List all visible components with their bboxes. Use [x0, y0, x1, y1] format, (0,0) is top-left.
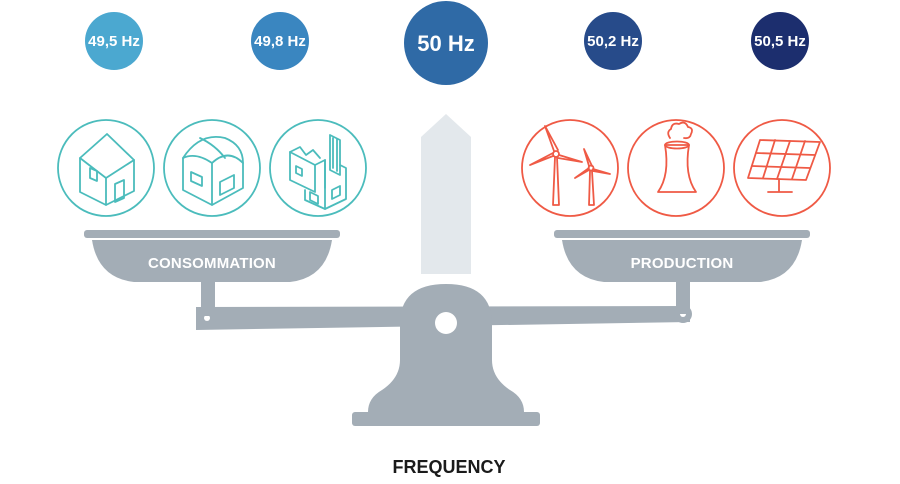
frequency-bubble-49-8: 49,8 Hz	[251, 12, 309, 70]
frequency-label-49-8: 49,8 Hz	[254, 33, 306, 50]
wind-turbines-icon	[521, 119, 619, 217]
scale-base	[352, 412, 540, 426]
solar-panel-icon	[733, 119, 831, 217]
consumption-pan: CONSOMMATION	[84, 230, 340, 282]
frequency-bubble-50-2-circle	[584, 12, 642, 70]
frequency-bubble-50-2: 50,2 Hz	[584, 12, 642, 70]
pivot-hole	[435, 312, 457, 334]
frequency-label-50-2: 50,2 Hz	[587, 33, 639, 50]
production-pan: PRODUCTION	[554, 230, 810, 282]
scale: CONSOMMATION PRODUCTION	[84, 230, 810, 426]
consumption-pan-bowl	[92, 240, 332, 282]
frequency-label-49-5: 49,5 Hz	[88, 33, 140, 50]
scale-pillar	[368, 284, 524, 412]
consumption-icons	[57, 119, 367, 217]
needle-pointer	[421, 114, 471, 274]
production-label: PRODUCTION	[631, 255, 734, 272]
frequency-bubble-50: 50 Hz	[404, 1, 488, 85]
house-icon	[57, 119, 155, 217]
frequency-label-50: 50 Hz	[417, 31, 474, 56]
consumption-label: CONSOMMATION	[148, 255, 276, 272]
production-icons	[521, 119, 831, 217]
production-pan-rim	[554, 230, 810, 238]
frequency-scale: 49,5 Hz 49,8 Hz 50 Hz 50,2 Hz 50,5 Hz	[85, 1, 809, 85]
consumption-pan-rim	[84, 230, 340, 238]
frequency-bubble-49-5: 49,5 Hz	[85, 12, 143, 70]
frequency-bubble-50-5: 50,5 Hz	[751, 12, 809, 70]
warehouse-icon	[163, 119, 261, 217]
cooling-tower-icon	[627, 119, 725, 217]
frequency-label-50-5: 50,5 Hz	[754, 33, 806, 50]
production-pan-bowl	[562, 240, 802, 282]
frequency-bubble-50-circle	[404, 1, 488, 85]
frequency-bubble-49-8-circle	[251, 12, 309, 70]
frequency-bubble-49-5-circle	[85, 12, 143, 70]
factory-icon	[269, 119, 367, 217]
diagram-title: FREQUENCY	[392, 457, 505, 477]
frequency-bubble-50-5-circle	[751, 12, 809, 70]
